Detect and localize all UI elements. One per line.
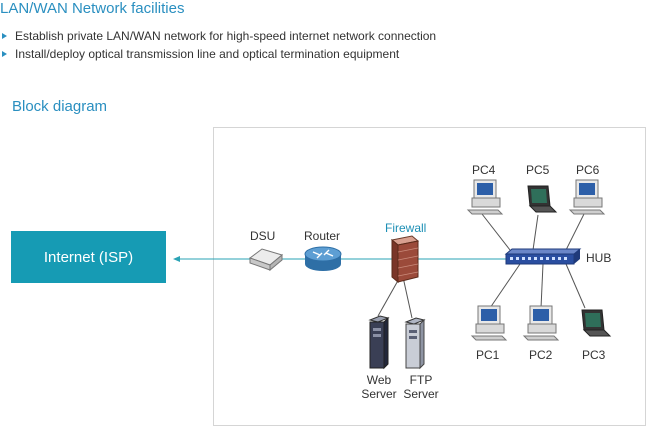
pc2-desktop-icon bbox=[522, 305, 560, 341]
pc1-desktop-icon bbox=[470, 305, 508, 341]
link-internet-hub bbox=[173, 256, 510, 262]
diagram-frame bbox=[213, 127, 646, 426]
hub-pc-links bbox=[481, 213, 586, 309]
pc5-label: PC5 bbox=[526, 163, 550, 177]
block-diagram-heading: Block diagram bbox=[12, 98, 108, 115]
page-title: LAN/WAN Network facilities bbox=[0, 0, 185, 17]
internet-isp-box: Internet (ISP) bbox=[11, 231, 166, 283]
ftp-server-label: FTP Server bbox=[400, 373, 442, 401]
web-server-label-line2: Server bbox=[361, 387, 397, 401]
hub-label: HUB bbox=[586, 251, 612, 265]
pc6-label: PC6 bbox=[576, 163, 600, 177]
web-server-label: Web Server bbox=[359, 373, 399, 401]
pc4-desktop-icon bbox=[466, 179, 504, 215]
firewall-label: Firewall bbox=[385, 221, 427, 235]
ftp-server-label-line2: Server bbox=[403, 387, 439, 401]
bullet-list: Establish private LAN/WAN network for hi… bbox=[0, 27, 436, 63]
web-server-label-line1: Web bbox=[366, 373, 392, 387]
pc1-label: PC1 bbox=[476, 348, 500, 362]
bullet-item: Establish private LAN/WAN network for hi… bbox=[0, 27, 436, 45]
bullet-text: Install/deploy optical transmission line… bbox=[15, 47, 400, 61]
bullet-triangle-icon bbox=[2, 51, 7, 57]
ftp-server-label-line1: FTP bbox=[409, 373, 433, 387]
pc4-label: PC4 bbox=[472, 163, 496, 177]
pc6-desktop-icon bbox=[568, 179, 606, 215]
firewall-icon bbox=[390, 235, 420, 284]
dsu-icon bbox=[248, 248, 284, 272]
web-server-icon bbox=[368, 315, 390, 370]
internet-isp-label: Internet (ISP) bbox=[43, 248, 134, 266]
hub-icon bbox=[504, 248, 582, 265]
bullet-text: Establish private LAN/WAN network for hi… bbox=[15, 29, 437, 43]
bullet-item: Install/deploy optical transmission line… bbox=[0, 45, 436, 63]
pc2-label: PC2 bbox=[529, 348, 553, 362]
dsu-label: DSU bbox=[250, 229, 276, 243]
ftp-server-icon bbox=[404, 317, 426, 370]
pc3-label: PC3 bbox=[582, 348, 606, 362]
router-label: Router bbox=[304, 229, 341, 243]
router-icon bbox=[304, 246, 342, 271]
pc5-laptop-icon bbox=[527, 185, 558, 213]
firewall-server-links bbox=[377, 276, 413, 319]
pc3-laptop-icon bbox=[581, 309, 612, 337]
bullet-triangle-icon bbox=[2, 33, 7, 39]
